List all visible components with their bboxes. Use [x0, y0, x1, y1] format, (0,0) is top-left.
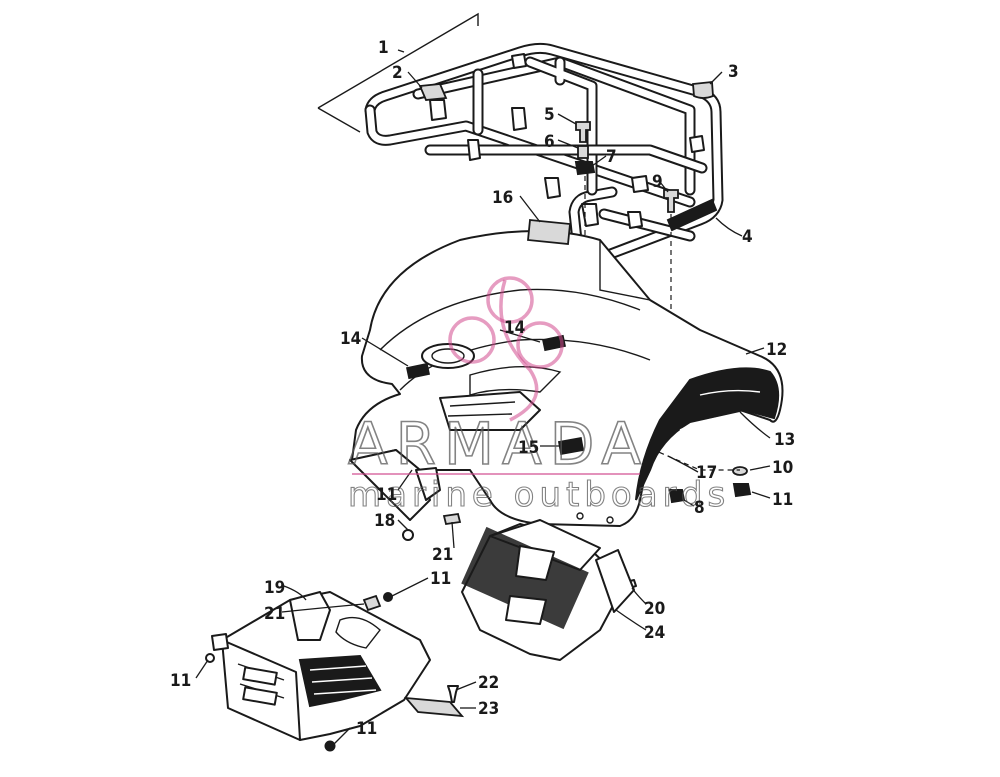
callout-21-left: 21	[432, 545, 453, 565]
decal-16[interactable]	[527, 219, 571, 245]
callout-22: 22	[478, 673, 499, 693]
bolt-5[interactable]	[575, 121, 591, 143]
clip-21-left[interactable]	[442, 512, 462, 526]
washer-18[interactable]	[402, 529, 414, 541]
watermark-brand: ARMADA	[348, 410, 649, 478]
callout-11-right: 11	[772, 490, 793, 510]
end-cap-3[interactable]	[692, 81, 714, 99]
callout-19: 19	[264, 578, 285, 598]
callout-1: 1	[378, 38, 389, 58]
nut-7[interactable]	[574, 161, 596, 176]
callout-6: 6	[544, 132, 555, 152]
rear-fender[interactable]	[349, 219, 784, 527]
callout-23: 23	[478, 699, 499, 719]
callout-21-footwell: 21	[264, 604, 285, 624]
callout-3: 3	[728, 62, 739, 82]
callout-10: 10	[772, 458, 793, 478]
screw-22[interactable]	[447, 685, 459, 703]
leader-lines	[195, 49, 771, 745]
callout-9: 9	[652, 172, 663, 192]
callout-16: 16	[492, 188, 513, 208]
watermark-tagline: marine outboards	[348, 475, 730, 515]
callout-14-left: 14	[340, 329, 361, 349]
callout-7: 7	[606, 147, 617, 167]
decal-15[interactable]	[557, 437, 585, 455]
callout-11-side: 11	[170, 671, 191, 691]
reflector-23[interactable]	[403, 696, 465, 718]
washer-10[interactable]	[732, 466, 748, 476]
left-footwell[interactable]	[211, 591, 431, 741]
callout-12: 12	[766, 340, 787, 360]
callout-18: 18	[374, 511, 395, 531]
callout-11-bottom: 11	[356, 719, 377, 739]
callout-13: 13	[774, 430, 795, 450]
callout-labels: 1 2 3 4 5 6 7 9 16 12 14 14 13 15 17 10 …	[170, 38, 795, 739]
rear-rack-assembly[interactable]	[317, 12, 724, 265]
right-footwell[interactable]	[403, 519, 635, 718]
callout-11-footwell: 11	[430, 569, 451, 589]
callout-17: 17	[696, 463, 717, 483]
callout-24: 24	[644, 623, 665, 643]
nut-11-footwell[interactable]	[383, 592, 393, 602]
bolt-9[interactable]	[663, 189, 679, 213]
spacer-6[interactable]	[577, 145, 589, 159]
callout-15: 15	[518, 438, 539, 458]
callout-20: 20	[644, 599, 665, 619]
watermark: ARMADA marine outboards	[347, 276, 730, 516]
callout-8: 8	[694, 498, 705, 518]
callout-11-left: 11	[376, 485, 397, 505]
callout-14-center: 14	[504, 318, 525, 338]
callout-4: 4	[742, 227, 753, 247]
brand-logo	[448, 276, 564, 422]
side-decal-13[interactable]	[635, 367, 780, 501]
nut-11-bottom[interactable]	[324, 740, 336, 752]
callout-5: 5	[544, 105, 555, 125]
decal-14-center[interactable]	[541, 334, 567, 352]
callout-2: 2	[392, 63, 403, 83]
nut-11-right[interactable]	[732, 483, 752, 498]
clip-21-footwell[interactable]	[362, 594, 382, 612]
decal-14-left[interactable]	[405, 362, 431, 380]
